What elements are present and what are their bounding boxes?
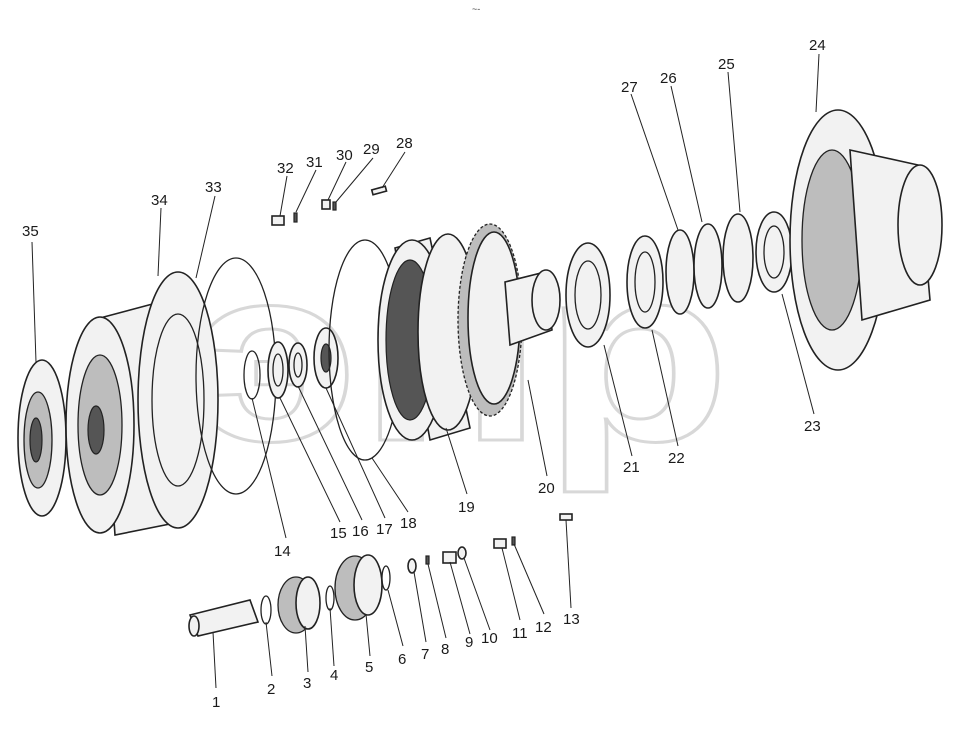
callout-32: 32: [277, 160, 294, 177]
part-31-washer: [293, 212, 298, 223]
callout-31: 31: [306, 154, 323, 171]
callout-29: 29: [363, 141, 380, 158]
header-mark: ~-: [472, 4, 480, 14]
callout-19: 19: [458, 499, 475, 516]
callout-22: 22: [668, 450, 685, 467]
part-25-seal: [722, 213, 754, 303]
callout-6: 6: [398, 651, 406, 668]
callout-30: 30: [336, 147, 353, 164]
part-9-bushing: [442, 551, 457, 564]
part-10-ring: [457, 546, 467, 560]
part-23-bearing-cup: [755, 211, 793, 293]
callout-35: 35: [22, 223, 39, 240]
part-34-housing: [65, 271, 219, 536]
callout-17: 17: [376, 521, 393, 538]
part-12-washer: [511, 536, 516, 546]
callout-20: 20: [538, 480, 555, 497]
callout-13: 13: [563, 611, 580, 628]
callout-33: 33: [205, 179, 222, 196]
part-2-washer: [260, 595, 272, 625]
callout-28: 28: [396, 135, 413, 152]
part-35-end-cover: [17, 359, 67, 517]
part-32-bolt: [271, 215, 285, 226]
callout-16: 16: [352, 523, 369, 540]
callout-9: 9: [465, 634, 473, 651]
part-16-ring: [288, 342, 308, 388]
part-3-planet-gear: [277, 576, 321, 634]
callout-14: 14: [274, 543, 291, 560]
callout-18: 18: [400, 515, 417, 532]
part-20-planet-carrier: [457, 223, 561, 417]
callout-2: 2: [267, 681, 275, 698]
callout-10: 10: [481, 630, 498, 647]
callout-8: 8: [441, 641, 449, 658]
part-30-bolt: [321, 199, 331, 210]
part-15-thrust-washer: [267, 341, 289, 399]
callout-15: 15: [330, 525, 347, 542]
callout-26: 26: [660, 70, 677, 87]
part-4-washer: [325, 585, 335, 611]
callout-labels: 1 2 3 4 5 6 7 8 9 10 11 12 13 14 15 16 1…: [22, 37, 826, 711]
part-28-pin: [370, 185, 388, 196]
part-7-ring: [407, 558, 417, 574]
callout-12: 12: [535, 619, 552, 636]
callout-7: 7: [421, 646, 429, 663]
part-24-wheel-hub: [789, 109, 943, 371]
leader-lines: [31, 53, 820, 689]
part-13-pin: [559, 513, 573, 521]
callout-3: 3: [303, 675, 311, 692]
callout-24: 24: [809, 37, 826, 54]
callout-1: 1: [212, 694, 220, 711]
part-11-bolt: [493, 538, 507, 549]
callout-4: 4: [330, 667, 338, 684]
callout-25: 25: [718, 56, 735, 73]
callout-5: 5: [365, 659, 373, 676]
part-1-planet-pin: [188, 599, 260, 637]
callout-11: 11: [512, 625, 528, 642]
part-8-washer: [425, 555, 430, 565]
part-22-bearing: [626, 235, 664, 329]
part-21-bearing: [565, 242, 611, 348]
callout-21: 21: [623, 459, 640, 476]
part-27-spacer: [665, 229, 695, 315]
part-29-washer: [332, 201, 337, 211]
callout-27: 27: [621, 79, 638, 96]
callout-23: 23: [804, 418, 821, 435]
part-17-bushing: [313, 327, 339, 389]
callout-34: 34: [151, 192, 168, 209]
part-5-planet-gear: [334, 554, 383, 621]
part-26-ring: [693, 223, 723, 309]
part-6-washer: [381, 565, 391, 591]
